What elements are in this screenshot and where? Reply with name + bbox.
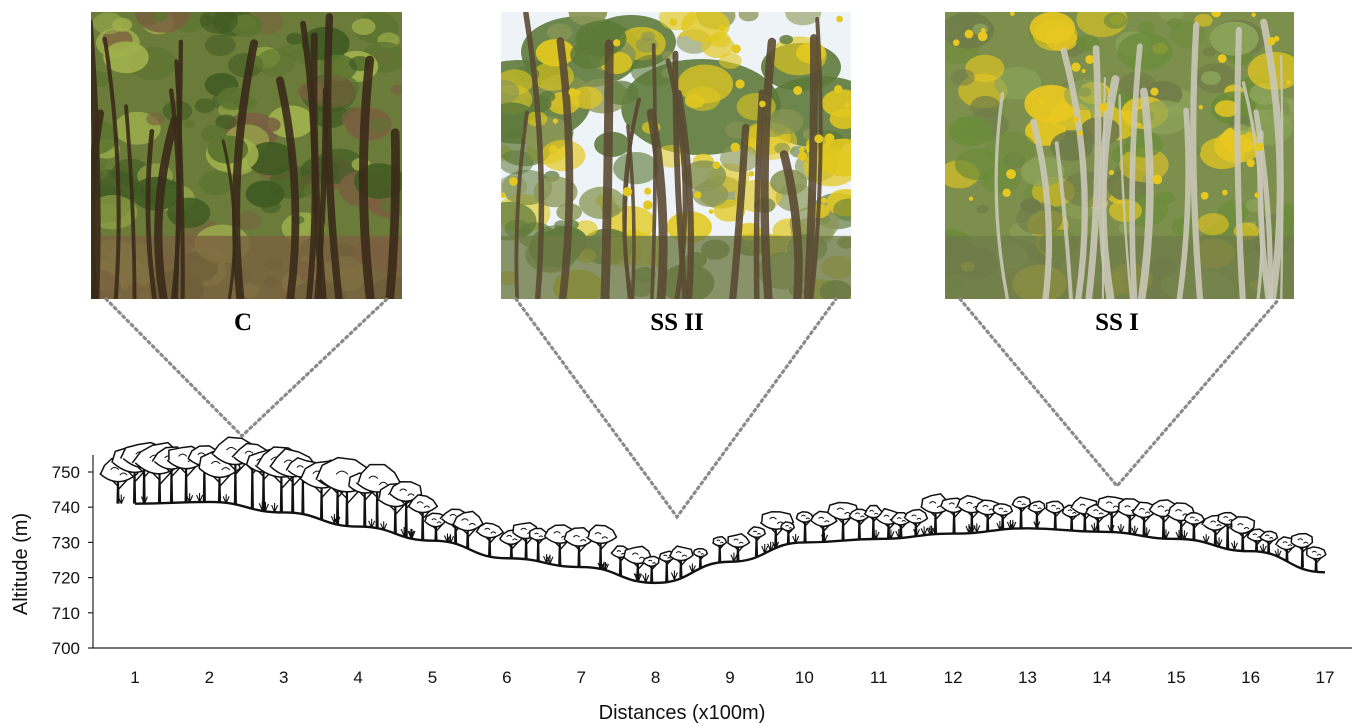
- vegetation-profile: [99, 436, 1327, 583]
- x-tick-label: 9: [725, 668, 734, 687]
- shrub-mark: [400, 527, 408, 537]
- tree-silhouette: [1011, 496, 1032, 529]
- photo-label: SS I: [1095, 309, 1139, 336]
- photo-connectors: [104, 297, 1281, 520]
- tree-silhouette: [499, 529, 523, 559]
- shrub-mark: [408, 529, 416, 539]
- shrub-mark: [1033, 519, 1041, 529]
- x-tick-label: 1: [130, 668, 139, 687]
- tree-silhouette: [1258, 530, 1279, 555]
- tree-silhouette: [1229, 516, 1256, 551]
- shrub-mark: [642, 573, 650, 583]
- shrub-mark: [333, 514, 341, 525]
- photo-connector-lines: [514, 297, 838, 520]
- x-tick-label: 3: [279, 668, 288, 687]
- shrub-mark: [117, 494, 125, 504]
- tree-silhouette: [795, 511, 814, 543]
- y-tick-label: 720: [52, 569, 80, 588]
- x-tick-label: 4: [353, 668, 362, 687]
- photo-open-scrub: [501, 12, 851, 299]
- photo-closed-forest: [91, 12, 402, 299]
- tree-silhouette: [1148, 499, 1177, 539]
- y-tick-label: 700: [52, 639, 80, 658]
- tree-silhouette: [903, 508, 929, 537]
- x-tick-label: 11: [870, 668, 888, 687]
- shrub-mark: [670, 570, 678, 580]
- y-tick-label: 710: [52, 604, 80, 623]
- y-tick-label: 730: [52, 533, 80, 552]
- shrub-mark: [965, 523, 973, 534]
- tree-silhouette: [451, 510, 484, 549]
- shrub-mark: [821, 532, 829, 542]
- tree-silhouette: [1183, 512, 1206, 541]
- shrub-mark: [730, 552, 738, 562]
- tree-silhouette: [1246, 528, 1268, 552]
- photo-scrub-forest: [945, 12, 1294, 299]
- x-tick-label: 15: [1167, 668, 1186, 687]
- photo-label: C: [234, 309, 252, 336]
- shrub-mark: [258, 501, 266, 511]
- tree-silhouette: [726, 533, 751, 562]
- photo-connector-lines: [104, 297, 389, 439]
- shrub-mark: [1143, 527, 1151, 537]
- y-tick-label: 750: [52, 463, 80, 482]
- shrub-mark: [546, 554, 554, 564]
- x-tick-label: 17: [1316, 668, 1335, 687]
- tree-silhouette: [642, 555, 660, 583]
- x-axis-title: Distances (x100m): [599, 702, 766, 724]
- tree-silhouette: [407, 494, 439, 540]
- x-tick-label: 12: [944, 668, 963, 687]
- tree-silhouette: [779, 521, 795, 545]
- tree-silhouette: [890, 511, 911, 538]
- shrub-mark: [887, 529, 895, 539]
- x-tick-label: 8: [651, 668, 660, 687]
- tree-silhouette: [668, 545, 694, 578]
- shrub-mark: [140, 494, 148, 504]
- y-tick-label: 740: [52, 498, 80, 517]
- altitude-profile-line: [134, 500, 1326, 585]
- tree-silhouette: [711, 535, 728, 563]
- x-tick-label: 13: [1018, 668, 1037, 687]
- x-tick-label: 2: [205, 668, 214, 687]
- tree-silhouette: [423, 512, 447, 541]
- tree-silhouette: [1045, 500, 1065, 530]
- tree-silhouette: [563, 527, 594, 568]
- x-tick-label: 7: [577, 668, 586, 687]
- shrub-mark: [1215, 537, 1223, 547]
- x-tick-label: 10: [795, 668, 814, 687]
- tree-silhouette: [1305, 546, 1327, 572]
- x-tick-label: 5: [428, 668, 437, 687]
- y-axis-title: Altitude (m): [10, 513, 32, 615]
- tree-silhouette: [528, 527, 550, 562]
- tree-silhouette: [848, 508, 870, 540]
- shrub-mark: [1162, 529, 1170, 539]
- shrub-mark: [895, 528, 903, 539]
- tree-silhouette: [692, 547, 709, 570]
- photo-panels: C SS II SS I: [91, 12, 1294, 336]
- tree-silhouette: [992, 503, 1014, 530]
- tree-silhouette: [388, 480, 423, 537]
- x-tick-label: 16: [1241, 668, 1260, 687]
- tree-silhouette: [475, 522, 504, 556]
- photo-connector-lines: [958, 297, 1281, 489]
- shrub-mark: [196, 493, 204, 503]
- tree-silhouette: [1290, 532, 1314, 568]
- x-tick-label: 14: [1092, 668, 1111, 687]
- photo-label: SS II: [650, 309, 704, 336]
- shrub-mark: [271, 503, 279, 513]
- tree-silhouette: [746, 526, 767, 557]
- shrub-mark: [1230, 540, 1238, 550]
- chart-axes: [92, 455, 1352, 649]
- shrub-mark: [635, 571, 643, 581]
- x-tick-label: 6: [502, 668, 511, 687]
